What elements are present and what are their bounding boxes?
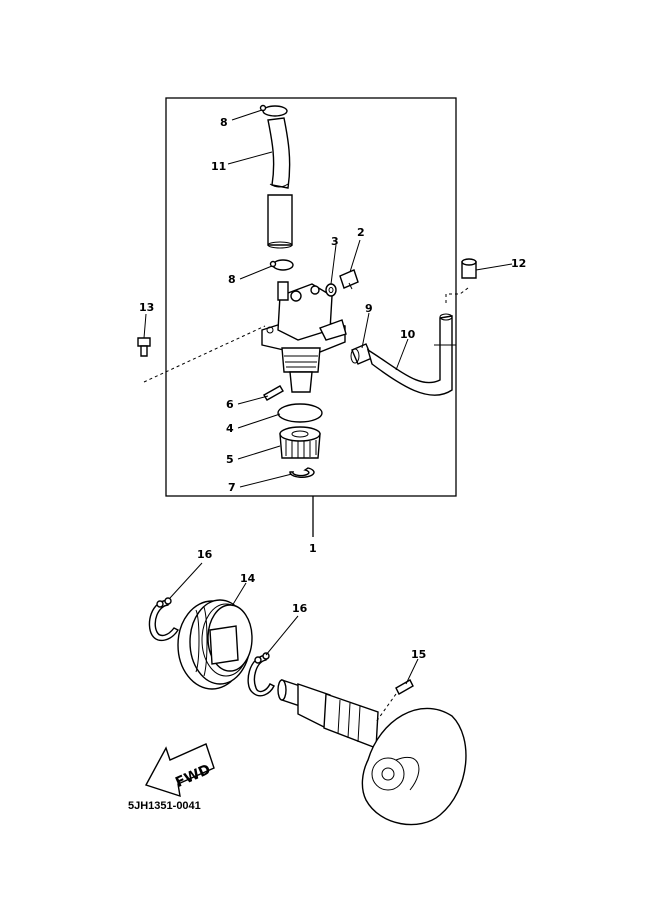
diagram-code: 5JH1351-0041 xyxy=(128,800,201,812)
cap-part-12-dashline xyxy=(445,287,469,306)
forward-direction-arrow: FWD xyxy=(144,743,215,798)
circlip-part-16-left xyxy=(148,597,179,642)
washer-part-3 xyxy=(325,283,337,297)
callout-leaders xyxy=(143,109,513,685)
callout-5: 5 xyxy=(226,453,234,466)
hose-part-11 xyxy=(267,117,293,249)
gear-part-5 xyxy=(279,426,321,459)
callout-4: 4 xyxy=(226,422,234,435)
pin-part-15-dashline xyxy=(375,693,397,723)
callout-15: 15 xyxy=(411,648,426,661)
bolt-part-13-dashline xyxy=(143,325,266,383)
callout-14: 14 xyxy=(240,572,256,585)
callout-8-upper: 8 xyxy=(220,116,228,129)
callout-12: 12 xyxy=(511,257,526,270)
screw-part-2 xyxy=(339,269,359,290)
callout-8-lower: 8 xyxy=(228,273,236,286)
pin-part-6 xyxy=(263,385,284,401)
callout-10: 10 xyxy=(400,328,416,341)
callout-6: 6 xyxy=(226,398,234,411)
clip-part-8-upper xyxy=(259,104,288,117)
clip-part-8-lower xyxy=(269,259,294,271)
pin-part-15 xyxy=(395,679,414,695)
callout-2: 2 xyxy=(357,226,365,239)
oil-pump-assembly-frame xyxy=(165,97,457,497)
callout-11: 11 xyxy=(211,160,226,173)
pulley-part-14 xyxy=(177,599,253,690)
callout-9: 9 xyxy=(365,302,373,315)
bolt-part-13 xyxy=(137,337,151,357)
callout-7: 7 xyxy=(228,481,236,494)
hose-part-10 xyxy=(366,313,456,396)
crankshaft xyxy=(277,679,467,826)
callout-16-right: 16 xyxy=(292,602,308,615)
callout-16-left: 16 xyxy=(197,548,213,561)
callout-1: 1 xyxy=(309,542,317,555)
circlip-part-16-right xyxy=(247,652,275,697)
cap-part-12 xyxy=(461,258,477,279)
callout-3: 3 xyxy=(331,235,339,248)
callout-13: 13 xyxy=(139,301,154,314)
circlip-part-7 xyxy=(289,467,315,479)
oil-pump-body xyxy=(261,281,347,393)
o-ring-part-4 xyxy=(277,403,323,423)
callout-labels: 1 2 3 4 5 6 7 8 8 9 10 11 12 13 14 15 16… xyxy=(139,116,526,661)
